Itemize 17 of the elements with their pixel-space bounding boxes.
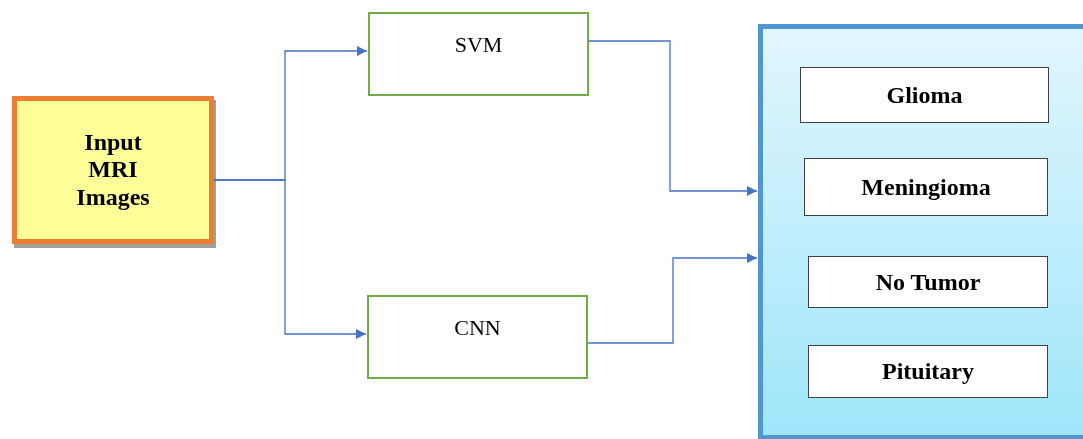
class-box: [808, 345, 1048, 398]
node-label: Meningioma: [861, 173, 991, 201]
node-label: Glioma: [886, 81, 963, 109]
node-label: CNN: [454, 315, 501, 341]
class-box: [800, 67, 1049, 123]
node-label: Pituitary: [882, 358, 974, 385]
output-panel: [758, 24, 1083, 439]
node-label: Input MRI Images: [75, 128, 151, 212]
class-box: [808, 256, 1048, 308]
node-label: SVM: [454, 32, 503, 58]
model-box: [368, 12, 589, 96]
class-box: [804, 158, 1048, 216]
model-box: [367, 295, 588, 379]
arrow: [588, 40, 758, 196]
arrow: [587, 253, 758, 344]
node-label: No Tumor: [875, 268, 981, 296]
arrow: [213, 179, 367, 339]
